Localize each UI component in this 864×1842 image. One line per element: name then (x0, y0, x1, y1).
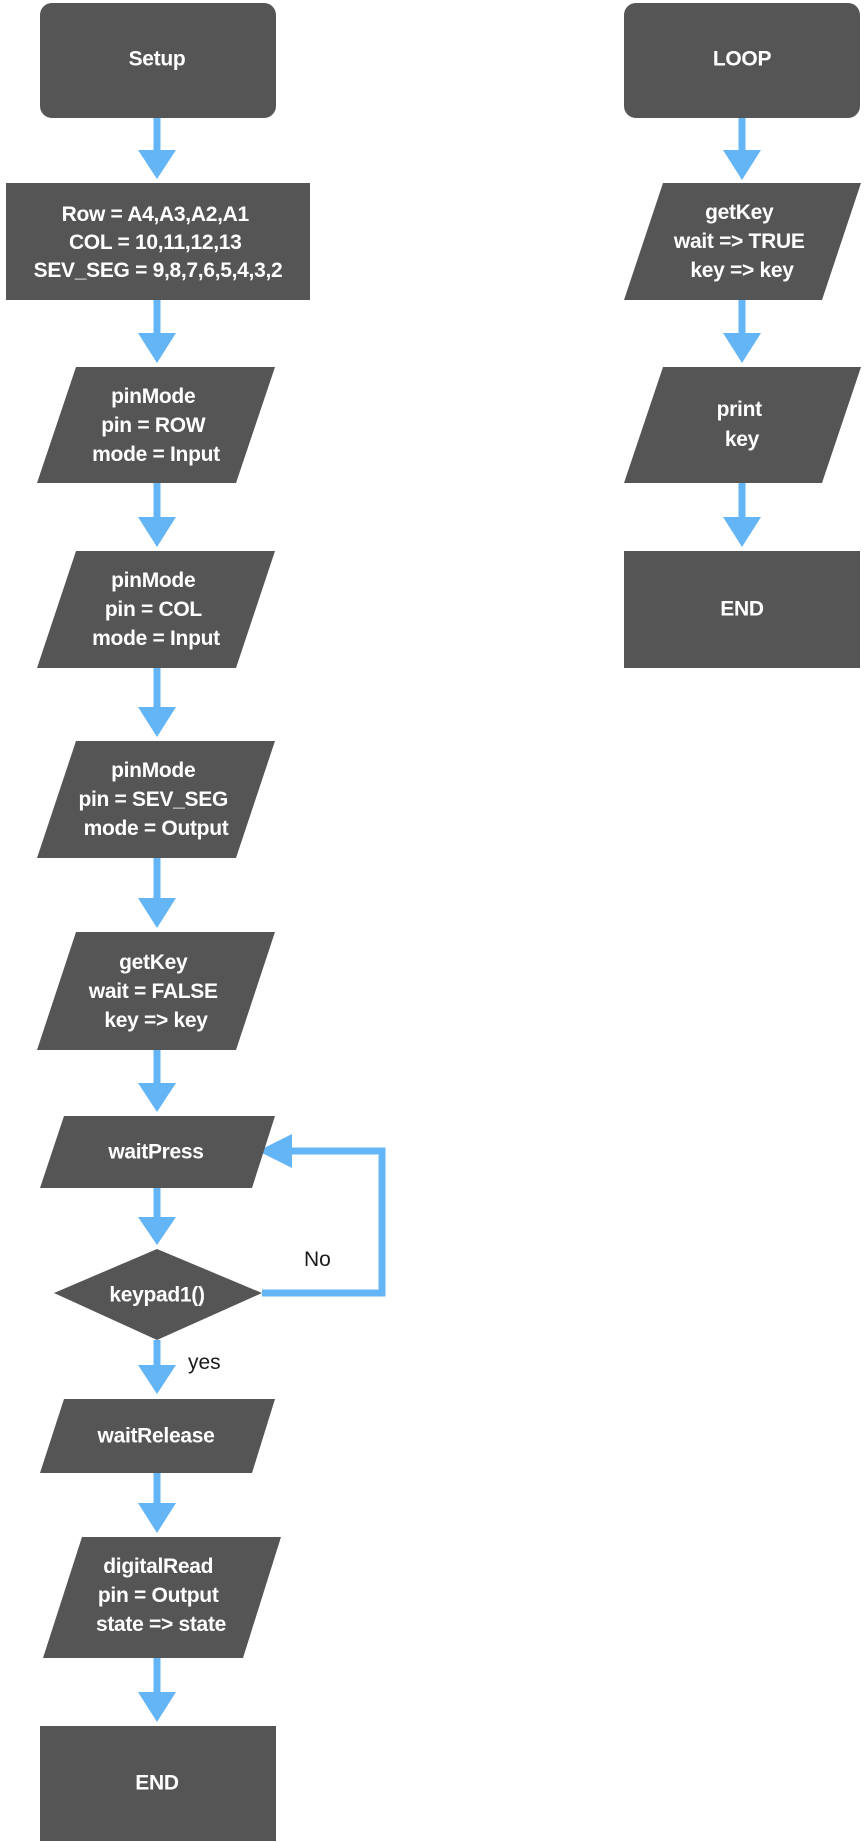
pinmode-col-node: pinMode pin = COL mode = Input (37, 551, 275, 668)
arrow-print-to-end (723, 483, 761, 547)
loop-getkey-text: getKey wait => TRUE key => key (673, 201, 810, 282)
loop-getkey-node: getKey wait => TRUE key => key (624, 183, 861, 300)
arrow-config-to-pinmode-row (138, 300, 176, 363)
setup-end-label: END (135, 1772, 179, 1795)
loop-arrows (723, 118, 761, 547)
arrow-setup-to-config (138, 118, 176, 179)
digitalread-node: digitalRead pin = Output state => state (43, 1537, 281, 1658)
arrow-decision-no-loop (258, 1134, 386, 1297)
setup-start-label: Setup (129, 48, 186, 71)
digitalread-text: digitalRead pin = Output state => state (96, 1555, 226, 1636)
arrow-loop-to-getkey (723, 118, 761, 180)
setup-getkey-node: getKey wait = FALSE key => key (37, 932, 275, 1050)
arrow-getkey-to-print (723, 300, 761, 363)
print-text: print key (717, 398, 768, 451)
loop-start-node: LOOP (624, 3, 860, 118)
arrow-digitalread-to-end (138, 1658, 176, 1722)
arrow-pinmode-row-to-col (138, 483, 176, 547)
pinmode-col-text: pinMode pin = COL mode = Input (92, 569, 220, 650)
arrow-sevseg-to-getkey (138, 858, 176, 928)
pinmode-sevseg-text: pinMode pin = SEV_SEG mode = Output (78, 759, 233, 840)
waitrelease-node: waitRelease (40, 1399, 275, 1473)
pinmode-row-text: pinMode pin = ROW mode = Input (92, 385, 220, 466)
config-text: Row = A4,A3,A2,A1 COL = 10,11,12,13 SEV_… (34, 203, 283, 282)
arrow-pinmode-col-to-sevseg (138, 668, 176, 737)
setup-start-node: Setup (40, 3, 276, 118)
config-line-sevseg: SEV_SEG = 9,8,7,6,5,4,3,2 (34, 259, 283, 282)
waitrelease-label: waitRelease (97, 1425, 215, 1448)
loop-end-label: END (720, 598, 764, 621)
setup-flow: Setup Row = A4,A3,A2,A1 COL = 10,11,12,1… (6, 3, 386, 1841)
pinmode-row-node: pinMode pin = ROW mode = Input (37, 367, 275, 483)
keypad-decision-node: keypad1() (54, 1249, 262, 1340)
config-line-col: COL = 10,11,12,13 (69, 231, 242, 254)
arrow-getkey-to-waitpress (138, 1050, 176, 1112)
setup-end-node: END (40, 1726, 276, 1841)
setup-getkey-text: getKey wait = FALSE key => key (88, 951, 223, 1032)
pinmode-sevseg-node: pinMode pin = SEV_SEG mode = Output (37, 741, 275, 858)
arrow-waitpress-to-decision (138, 1188, 176, 1245)
loop-start-label: LOOP (713, 48, 772, 71)
setup-arrows (138, 118, 386, 1722)
waitpress-label: waitPress (107, 1141, 203, 1164)
loop-flow: LOOP getKey wait => TRUE key => key prin… (624, 3, 861, 668)
decision-label: keypad1() (109, 1284, 204, 1307)
config-process-node: Row = A4,A3,A2,A1 COL = 10,11,12,13 SEV_… (6, 183, 310, 300)
waitpress-node: waitPress (40, 1116, 275, 1188)
arrow-decision-yes-to-waitrelease (138, 1340, 176, 1394)
loop-end-node: END (624, 551, 860, 668)
yes-branch-label: yes (188, 1351, 221, 1374)
config-line-row: Row = A4,A3,A2,A1 (62, 203, 250, 226)
print-node: print key (624, 367, 861, 483)
no-branch-label: No (304, 1248, 331, 1271)
arrow-waitrelease-to-digitalread (138, 1473, 176, 1533)
